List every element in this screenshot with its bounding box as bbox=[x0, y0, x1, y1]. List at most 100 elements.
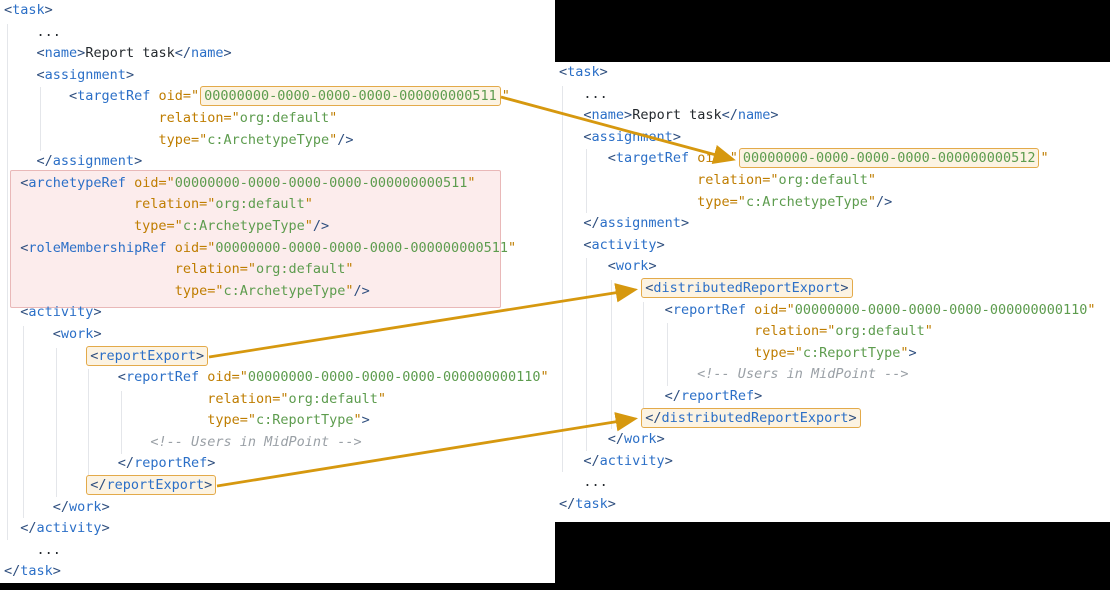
code-token: org:default bbox=[288, 390, 378, 407]
indent-guide bbox=[643, 302, 644, 408]
code-token: > bbox=[223, 45, 232, 62]
code-token: > bbox=[93, 325, 102, 342]
code-token: 00000000-0000-0000-0000-000000000511 bbox=[174, 174, 468, 191]
code-line: <!-- Users in MidPoint --> bbox=[4, 432, 555, 454]
code-token: " bbox=[467, 174, 476, 191]
code-line: <reportRef oid="00000000-0000-0000-0000-… bbox=[4, 367, 555, 389]
code-token bbox=[126, 175, 134, 191]
code-token: > bbox=[648, 258, 657, 275]
code-token: 00000000-0000-0000-0000-000000000110 bbox=[247, 369, 541, 386]
code-line: </reportRef> bbox=[4, 453, 555, 475]
code-line: <distributedReportExport> bbox=[559, 277, 1110, 300]
code-token: > bbox=[93, 304, 102, 321]
code-line: </activity> bbox=[559, 451, 1110, 473]
code-token: task bbox=[575, 495, 608, 512]
code-token: type=" bbox=[174, 282, 224, 299]
code-token: /> bbox=[876, 193, 893, 210]
indent-guide bbox=[121, 391, 122, 454]
code-token: > bbox=[599, 64, 608, 80]
code-token: > bbox=[607, 495, 616, 512]
code-token: < bbox=[645, 279, 654, 296]
code-token: > bbox=[101, 520, 110, 537]
code-line: <task> bbox=[559, 62, 1110, 84]
code-token: org:default bbox=[778, 171, 868, 188]
code-line: <targetRef oid="00000000-0000-0000-0000-… bbox=[4, 86, 555, 108]
code-token: > bbox=[134, 153, 143, 170]
code-token: <!-- Users in MidPoint --> bbox=[150, 433, 362, 450]
code-token: ... bbox=[36, 541, 61, 558]
code-token: relation=" bbox=[207, 390, 289, 407]
code-line: relation="org:default" bbox=[4, 259, 555, 281]
code-token: 00000000-0000-0000-0000-000000000512 bbox=[742, 150, 1036, 167]
code-token: /> bbox=[337, 131, 354, 148]
code-token: relation=" bbox=[754, 323, 836, 340]
code-token: < bbox=[20, 304, 29, 321]
code-line: relation="org:default" bbox=[4, 194, 555, 216]
code-line: <archetypeRef oid="00000000-0000-0000-00… bbox=[4, 173, 555, 195]
code-token: </ bbox=[20, 520, 37, 537]
code-token: /> bbox=[312, 217, 330, 234]
code-line: relation="org:default" bbox=[559, 321, 1110, 343]
code-token: work bbox=[615, 258, 649, 275]
code-token: assignment bbox=[44, 66, 126, 83]
code-token: > bbox=[840, 279, 849, 296]
left-code-panel: <task> ... <name>Report task</name> <ass… bbox=[0, 0, 555, 583]
code-token: < bbox=[90, 347, 99, 364]
code-line: relation="org:default" bbox=[4, 108, 555, 130]
code-token: > bbox=[101, 498, 110, 515]
code-token: 00000000-0000-0000-0000-000000000110 bbox=[794, 301, 1088, 318]
code-token: c:ArchetypeType bbox=[207, 131, 330, 148]
code-token: < bbox=[69, 88, 78, 105]
code-token: " bbox=[345, 261, 354, 278]
code-token: " bbox=[507, 239, 517, 256]
code-token: type=" bbox=[158, 131, 208, 148]
code-line: </work> bbox=[559, 429, 1110, 451]
code-token: < bbox=[583, 107, 592, 124]
removed-block-highlight bbox=[10, 170, 501, 308]
code-token: " bbox=[501, 88, 510, 105]
code-line: </assignment> bbox=[4, 151, 555, 173]
code-token: " bbox=[900, 344, 909, 361]
code-token: < bbox=[559, 64, 568, 80]
code-token: < bbox=[117, 369, 126, 386]
code-token: < bbox=[20, 239, 29, 256]
code-token: type=" bbox=[207, 412, 256, 429]
code-token: </ bbox=[583, 215, 600, 232]
code-line: type="c:ReportType"> bbox=[559, 343, 1110, 365]
code-line: <roleMembershipRef oid="00000000-0000-00… bbox=[4, 238, 555, 260]
code-line: <task> bbox=[4, 0, 555, 22]
code-token: reportExport bbox=[98, 347, 196, 364]
code-token: </ bbox=[607, 431, 625, 448]
code-token: assignment bbox=[591, 128, 673, 145]
code-token: c:ReportType bbox=[255, 412, 354, 429]
indent-guide bbox=[667, 323, 668, 386]
code-token: </ bbox=[174, 45, 191, 62]
code-line: </activity> bbox=[4, 518, 555, 540]
code-token: task bbox=[12, 2, 45, 18]
code-token: > bbox=[680, 215, 690, 232]
code-line: </reportExport> bbox=[4, 475, 555, 497]
code-line: <activity> bbox=[559, 235, 1110, 257]
code-token: " bbox=[867, 193, 877, 210]
code-token: reportRef bbox=[680, 387, 755, 404]
code-token: reportExport bbox=[106, 477, 205, 494]
code-token: /> bbox=[353, 282, 370, 299]
code-line: <name>Report task</name> bbox=[559, 105, 1110, 127]
code-token: </ bbox=[583, 452, 600, 469]
code-line: type="c:ArchetypeType"/> bbox=[4, 281, 555, 303]
code-token: > bbox=[754, 387, 763, 404]
code-token: reportRef bbox=[672, 301, 746, 318]
code-token: name bbox=[737, 107, 771, 124]
code-token: < bbox=[36, 66, 45, 83]
code-line: type="c:ArchetypeType"/> bbox=[4, 130, 555, 152]
code-token: oid=" bbox=[754, 301, 795, 318]
code-token: > bbox=[908, 344, 917, 361]
code-line: </work> bbox=[4, 497, 555, 519]
code-token: < bbox=[20, 174, 29, 191]
code-token: oid=" bbox=[134, 174, 175, 191]
code-token: distributedReportExport bbox=[661, 409, 849, 426]
code-token: " bbox=[540, 369, 549, 386]
code-token: name bbox=[591, 107, 625, 124]
xml-code-block: <task> ... <name>Report task</name> <ass… bbox=[555, 62, 1110, 515]
code-line: <name>Report task</name> bbox=[4, 43, 555, 65]
